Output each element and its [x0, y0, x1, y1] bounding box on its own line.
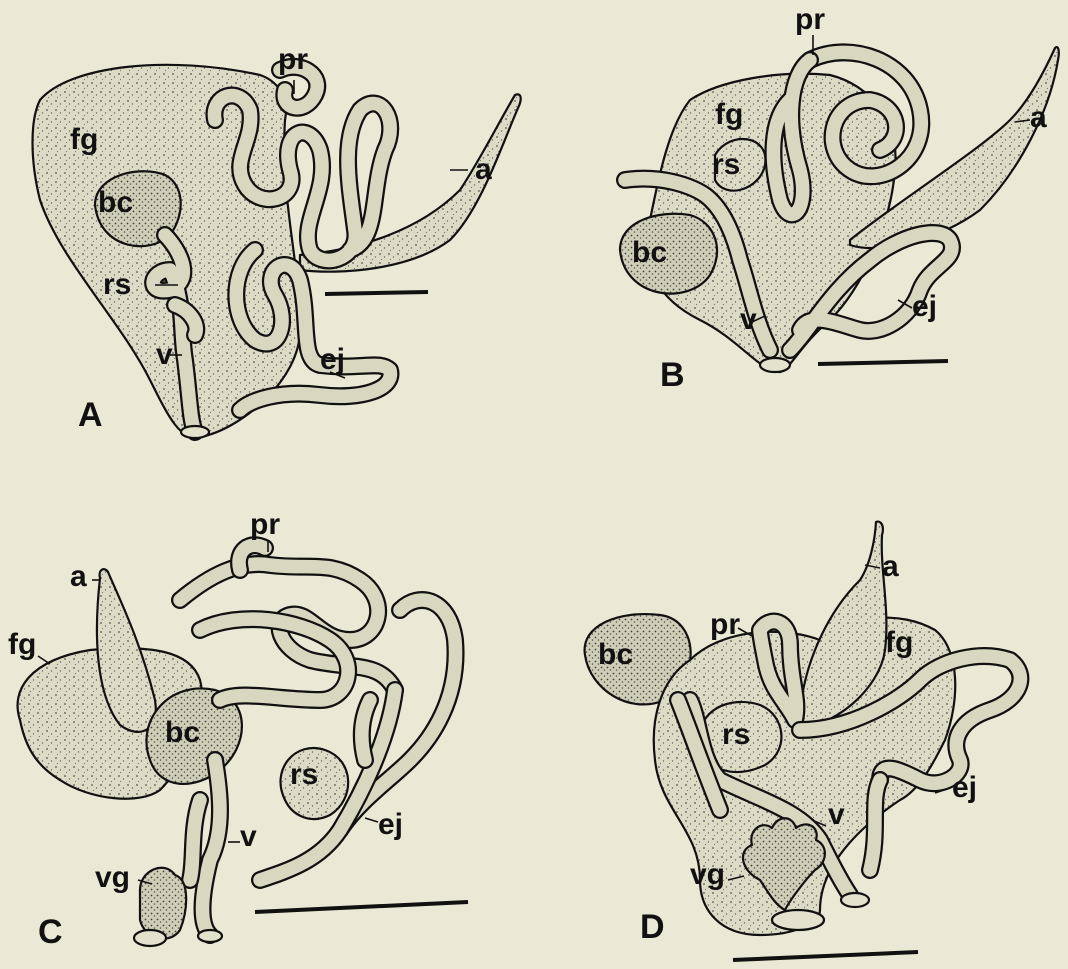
panel-a-scale-bar	[325, 292, 428, 294]
panel-b-label-rs: rs	[712, 150, 740, 180]
panel-d-label-bc: bc	[598, 640, 633, 670]
panel-c-label-fg: fg	[8, 630, 36, 660]
panel-a-label-a: a	[475, 155, 492, 185]
panel-b-label-v: v	[740, 305, 757, 335]
panel-a-label-v: v	[156, 340, 173, 370]
panel-d-label-ej: ej	[952, 773, 977, 803]
panel-a-label-rs: rs	[103, 270, 131, 300]
panel-c-label-pr: pr	[250, 510, 280, 540]
panel-c-label-v: v	[240, 822, 257, 852]
panel-a-drawing	[33, 65, 521, 438]
panel-b-label-ej: ej	[912, 292, 937, 322]
panel-d-scale-bar	[733, 952, 918, 960]
panel-a-letter: A	[78, 398, 103, 432]
panel-a-label-ej: ej	[320, 345, 345, 375]
panel-d-label-v: v	[828, 800, 845, 830]
panel-c-label-rs: rs	[290, 760, 318, 790]
panel-d-letter: D	[640, 910, 665, 944]
panel-b-scale-bar	[818, 361, 948, 364]
panel-b-label-pr: pr	[795, 5, 825, 35]
panel-c-letter: C	[38, 915, 63, 949]
panel-d-drawing	[585, 522, 1021, 960]
panel-b-label-fg: fg	[715, 100, 743, 130]
panel-c-drawing	[18, 540, 468, 946]
panel-c-label-ej: ej	[378, 810, 403, 840]
panel-c-label-bc: bc	[165, 718, 200, 748]
panel-c-scale-bar	[255, 902, 468, 912]
panel-d-label-pr: pr	[710, 610, 740, 640]
panel-a-label-pr: pr	[278, 45, 308, 75]
panel-b-letter: B	[660, 358, 685, 392]
panel-c-label-a: a	[70, 562, 87, 592]
panel-b-label-bc: bc	[632, 238, 667, 268]
panel-d-label-fg: fg	[885, 628, 913, 658]
panel-c-label-vg: vg	[95, 863, 130, 893]
panel-a-label-fg: fg	[70, 125, 98, 155]
panel-b-drawing	[620, 35, 1059, 372]
panel-d-label-vg: vg	[690, 860, 725, 890]
panel-c-vg	[140, 868, 186, 939]
panel-d-label-a: a	[882, 552, 899, 582]
panel-a-label-bc: bc	[98, 188, 133, 218]
panel-b-label-a: a	[1030, 103, 1047, 133]
panel-d-label-rs: rs	[722, 720, 750, 750]
